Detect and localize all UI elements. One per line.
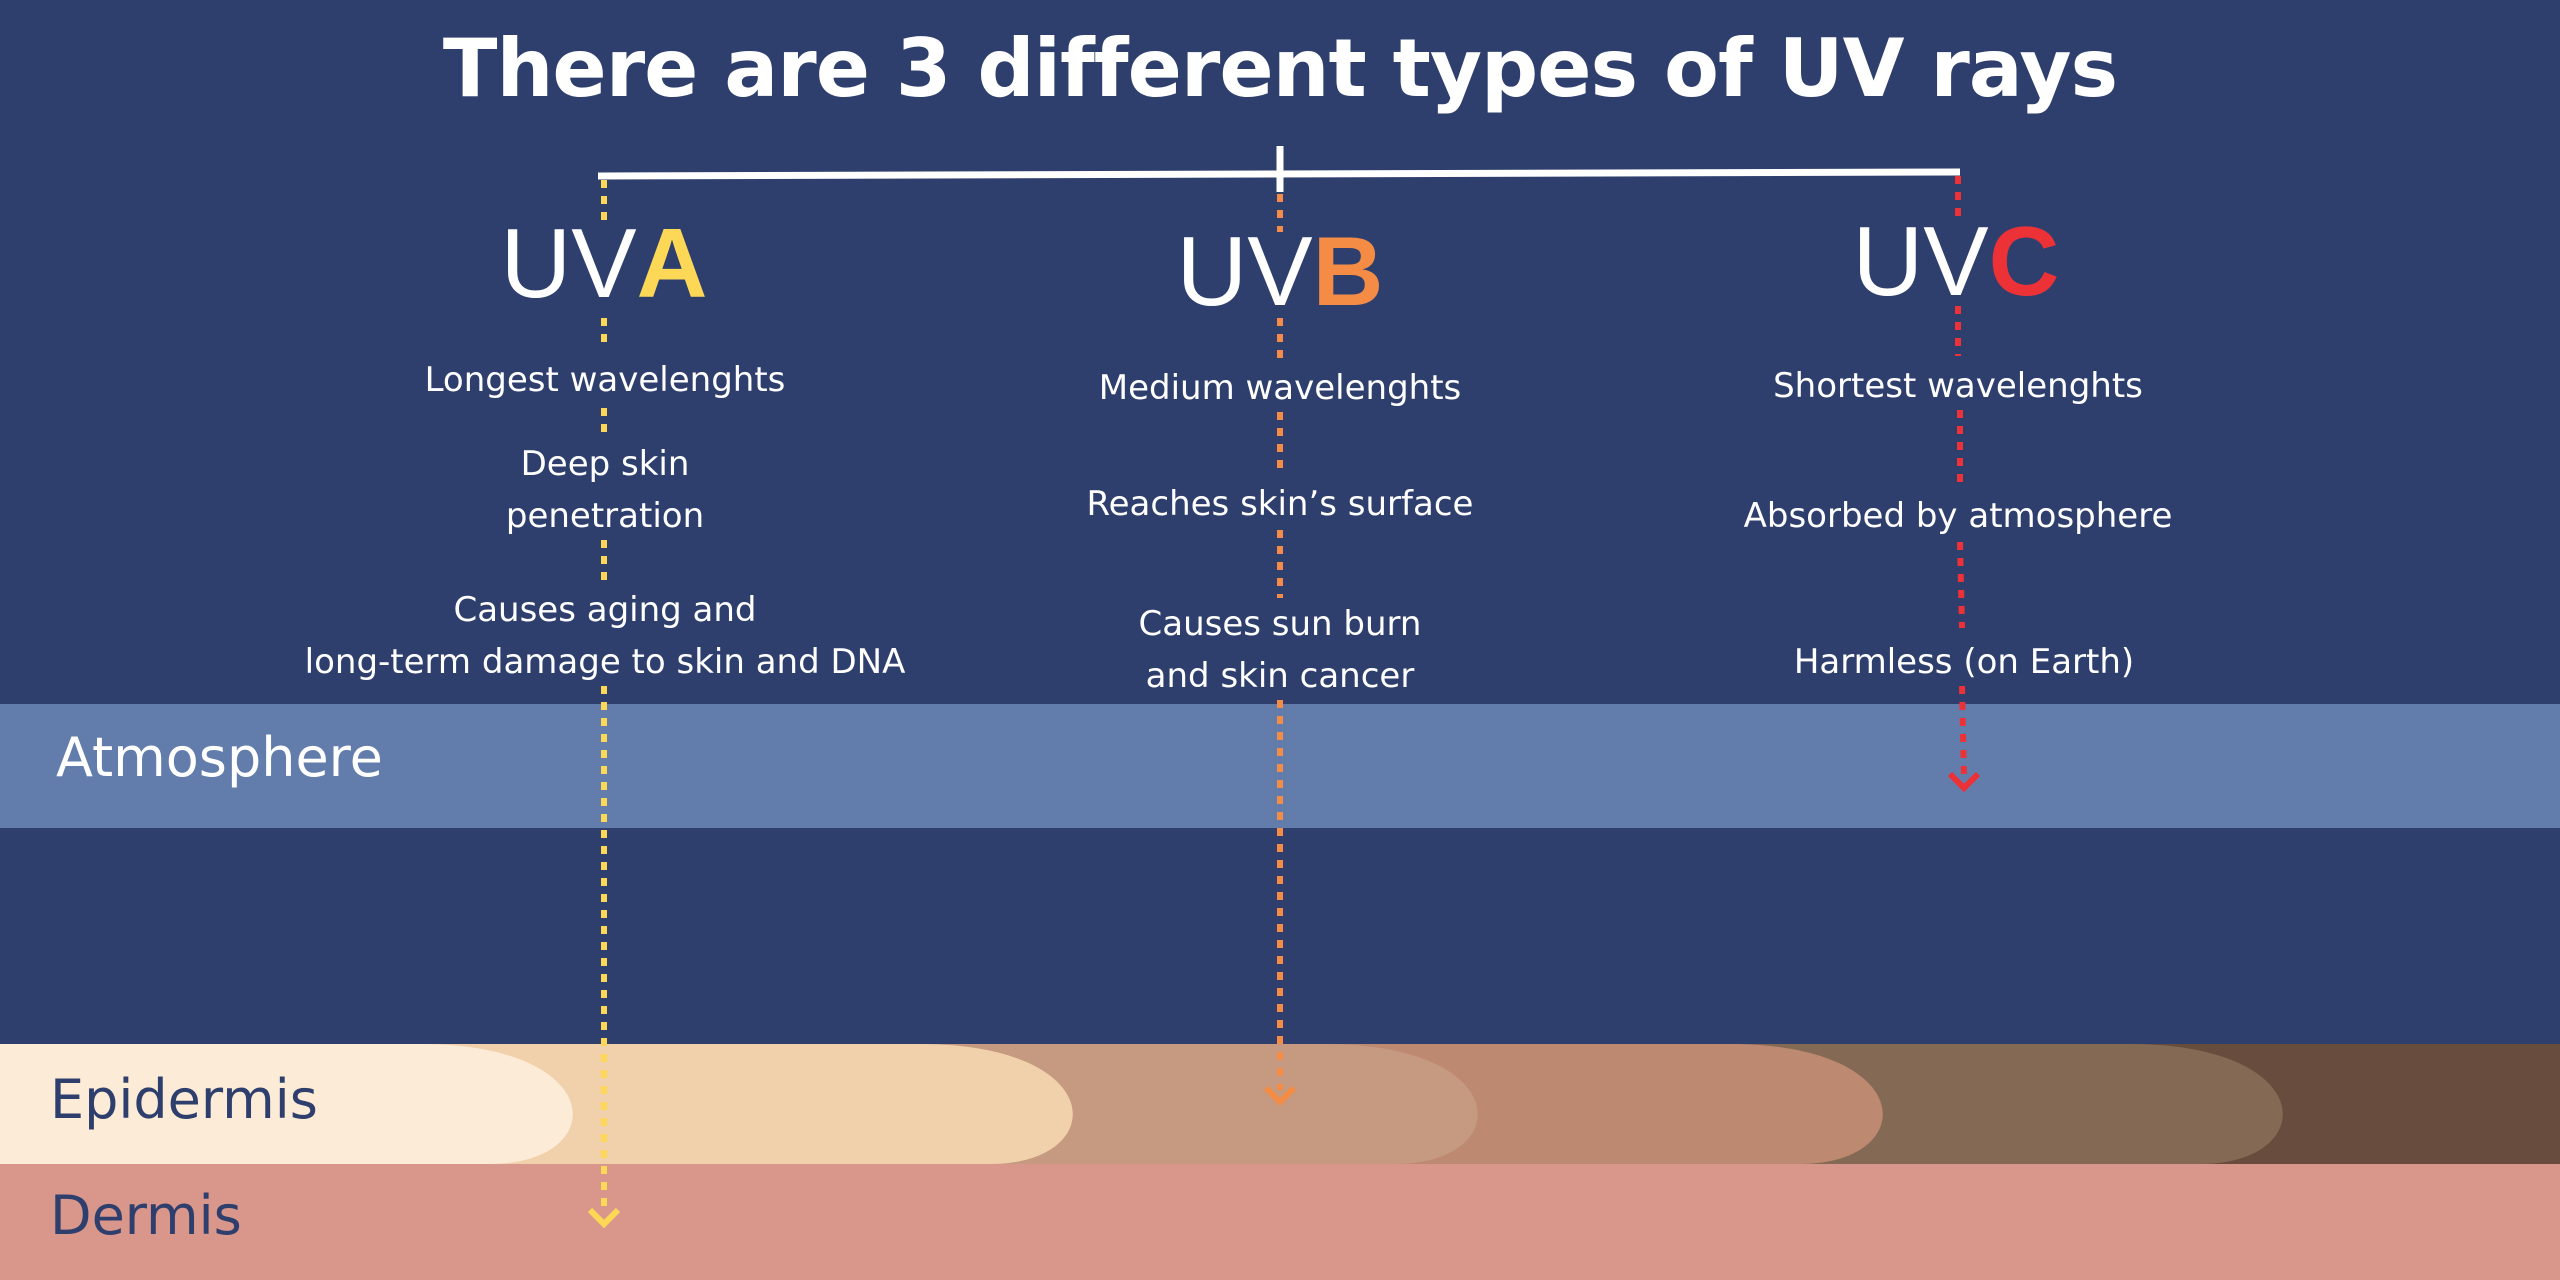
uva-fact-wavelength: Longest wavelenghts	[424, 360, 786, 400]
epidermis-label: Epidermis	[50, 1068, 318, 1131]
uvc-prefix: UV	[1852, 206, 1989, 316]
arrow-down-icon	[1263, 1085, 1297, 1107]
atmosphere-label: Atmosphere	[56, 726, 383, 789]
dermis-label: Dermis	[50, 1184, 242, 1247]
dermis-band	[0, 1164, 2560, 1280]
uvc-fact-effect: Harmless (on Earth)	[1793, 642, 2135, 682]
uvc-heading: UVC	[1756, 212, 2156, 310]
arrow-down-icon	[587, 1207, 621, 1229]
uva-fact-effect: Causes aging and long-term damage to ski…	[304, 590, 906, 682]
skin-tone-1	[0, 1044, 573, 1164]
uvb-fact-effect: Causes sun burn and skin cancer	[1138, 604, 1422, 696]
top-bracket	[597, 146, 1961, 192]
uva-prefix: UV	[500, 208, 637, 318]
uvb-heading: UVB	[1080, 222, 1480, 320]
uvb-fact-wavelength: Medium wavelenghts	[1098, 368, 1462, 408]
uvc-ray	[1955, 176, 1967, 779]
uvb-fact-penetration: Reaches skin’s surface	[1086, 484, 1474, 524]
uvc-fact-penetration: Absorbed by atmosphere	[1743, 496, 2173, 536]
page-title: There are 3 different types of UV rays	[442, 22, 2118, 115]
uvc-fact-wavelength: Shortest wavelenghts	[1773, 366, 2143, 406]
uvc-letter: C	[1988, 206, 2060, 316]
uva-letter: A	[636, 208, 708, 318]
uvb-prefix: UV	[1176, 216, 1313, 326]
arrow-down-icon	[1947, 771, 1981, 793]
uva-fact-penetration: Deep skin penetration	[505, 444, 705, 536]
uva-heading: UVA	[404, 214, 804, 312]
uvb-letter: B	[1312, 216, 1384, 326]
